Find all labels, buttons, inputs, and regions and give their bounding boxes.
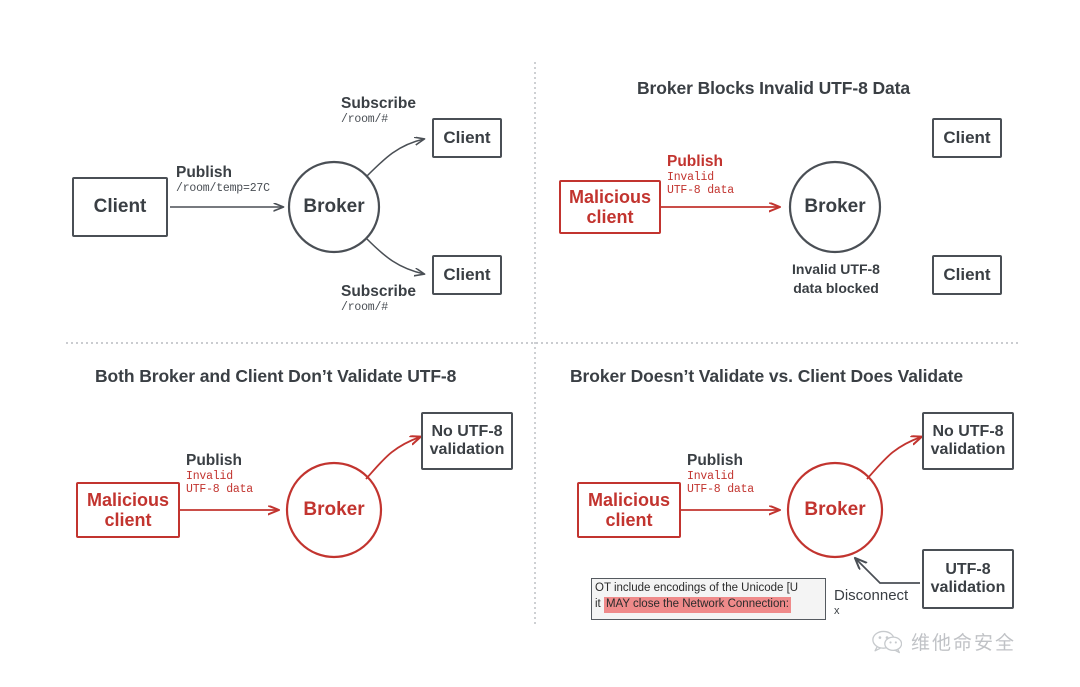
arrow-subscribe-top-tl <box>366 139 424 177</box>
publish-label-line2-br: Invalid <box>687 470 734 483</box>
no-validation-box-bl[interactable]: No UTF-8 validation <box>421 412 513 470</box>
title-bottom-right: Broker Doesn’t Validate vs. Client Does … <box>570 366 963 386</box>
subscribe-label-bottom-tl: Subscribe /room/# <box>341 283 416 314</box>
disconnect-label-text-br: Disconnect <box>834 587 909 604</box>
no-validation-box-br[interactable]: No UTF-8 validation <box>922 412 1014 470</box>
arrow-disconnect-br <box>856 559 920 584</box>
broker-label-tl: Broker <box>303 196 365 218</box>
client-publisher-box-tl[interactable]: Client <box>72 177 168 237</box>
client-top-box-tr[interactable]: Client <box>932 118 1002 158</box>
publish-label-line3-br: UTF-8 data <box>687 483 755 496</box>
publish-label-line3-bl: UTF-8 data <box>186 483 254 496</box>
publish-label-line2-bl: Invalid <box>186 470 233 483</box>
title-bottom-left: Both Broker and Client Don’t Validate UT… <box>95 366 457 386</box>
client-subscriber-bottom-label-tl: Client <box>443 265 491 285</box>
blocked-note-tr: Invalid UTF-8 data blocked <box>780 260 892 298</box>
subscribe-label-top-topic-tl: /room/# <box>341 113 388 126</box>
utf8-validation-label-br: UTF-8 validation <box>930 561 1006 596</box>
broker-label-tr: Broker <box>804 196 866 218</box>
subscribe-label-bottom-line1-tl: Subscribe <box>341 283 416 300</box>
spec-text-snippet-br: OT include encodings of the Unicode [U i… <box>591 578 826 620</box>
publish-label-tr: Publish Invalid UTF-8 data <box>667 153 734 197</box>
spec-snippet-line1: OT include encodings of the Unicode [U <box>595 582 799 594</box>
malicious-client-box-bl[interactable]: Malicious client <box>76 482 180 538</box>
broker-label-wrap-tl: Broker <box>289 192 379 222</box>
client-subscriber-top-box-tl[interactable]: Client <box>432 118 502 158</box>
arrow-subscribe-bottom-tl <box>366 238 424 274</box>
publish-label-bl: Publish Invalid UTF-8 data <box>186 452 253 496</box>
client-subscriber-bottom-box-tl[interactable]: Client <box>432 255 502 295</box>
title-top-right: Broker Blocks Invalid UTF-8 Data <box>637 78 910 98</box>
broker-label-br: Broker <box>804 499 866 521</box>
broker-label-wrap-tr: Broker <box>790 192 880 222</box>
spec-snippet-line2-prefix: it <box>595 597 604 610</box>
no-validation-label-bl: No UTF-8 validation <box>429 423 505 458</box>
utf8-validation-box-br[interactable]: UTF-8 validation <box>922 549 1014 609</box>
client-bottom-label-tr: Client <box>943 265 991 285</box>
publish-label-tl: Publish /room/temp=27C <box>176 164 270 195</box>
disconnect-sublabel-br: x <box>834 605 840 617</box>
client-bottom-box-tr[interactable]: Client <box>932 255 1002 295</box>
broker-label-wrap-bl: Broker <box>289 495 379 525</box>
publish-label-line3-tr: UTF-8 data <box>667 184 735 197</box>
subscribe-label-top-line1-tl: Subscribe <box>341 95 416 112</box>
publish-label-br: Publish Invalid UTF-8 data <box>687 452 754 496</box>
broker-label-bl: Broker <box>303 499 365 521</box>
malicious-client-box-br[interactable]: Malicious client <box>577 482 681 538</box>
malicious-client-label-tr: Malicious client <box>568 186 652 227</box>
publish-label-line1-tl: Publish <box>176 164 232 181</box>
publish-label-line1-tr: Publish <box>667 153 723 170</box>
no-validation-label-br: No UTF-8 validation <box>930 423 1006 458</box>
publish-label-line2-tr: Invalid <box>667 171 714 184</box>
client-publisher-label-tl: Client <box>93 196 147 218</box>
subscribe-label-top-tl: Subscribe /room/# <box>341 95 416 126</box>
disconnect-label-br: Disconnect x <box>834 587 908 617</box>
publish-label-line1-bl: Publish <box>186 452 242 469</box>
arrow-broker-to-novalidation-br <box>866 437 921 480</box>
watermark: 维他命安全 <box>872 628 1016 655</box>
subscribe-label-bottom-topic-tl: /room/# <box>341 301 388 314</box>
spec-snippet-line2-highlight: MAY close the Network Connection: <box>603 596 791 613</box>
broker-label-wrap-br: Broker <box>790 495 880 525</box>
client-subscriber-top-label-tl: Client <box>443 128 491 148</box>
watermark-text: 维他命安全 <box>911 632 1017 654</box>
client-top-label-tr: Client <box>943 128 991 148</box>
blocked-note-text-tr: Invalid UTF-8 data blocked <box>792 261 880 296</box>
publish-label-line1-br: Publish <box>687 452 743 469</box>
publish-label-topic-tl: /room/temp=27C <box>176 182 270 195</box>
malicious-client-label-bl: Malicious client <box>86 489 170 530</box>
malicious-client-box-tr[interactable]: Malicious client <box>559 180 661 234</box>
arrow-broker-to-novalidation-bl <box>365 437 420 480</box>
malicious-client-label-br: Malicious client <box>587 489 671 530</box>
spec-snippet-line2: it MAY close the Network Connection: <box>592 596 825 613</box>
wechat-logo-icon <box>872 630 903 654</box>
